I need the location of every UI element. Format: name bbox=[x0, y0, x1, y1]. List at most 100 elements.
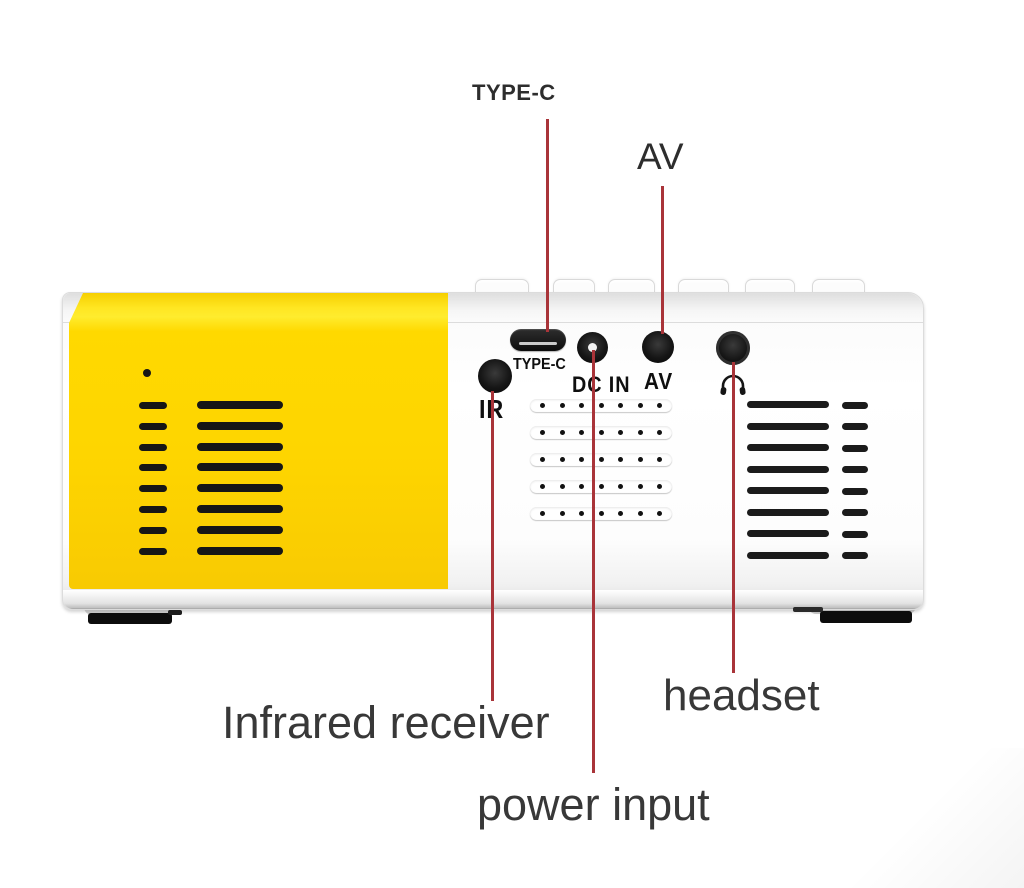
speaker-grille-dot bbox=[657, 457, 662, 462]
top-button-tab bbox=[678, 279, 729, 296]
annotation-line-av bbox=[661, 186, 664, 334]
top-button-tab bbox=[812, 279, 865, 296]
photo-corner-shading bbox=[834, 748, 1024, 888]
speaker-grille-dot bbox=[637, 457, 643, 462]
left-foot-detail bbox=[168, 610, 182, 615]
speaker-grille-dot bbox=[618, 457, 623, 462]
annotation-line-infrared bbox=[491, 391, 494, 701]
right-foot bbox=[820, 611, 912, 623]
speaker-grille-dot bbox=[559, 403, 565, 408]
center-speaker-grille bbox=[530, 399, 672, 520]
annotation-line-type-c bbox=[546, 119, 549, 332]
vent-slot-long bbox=[197, 401, 283, 409]
vent-slot-short bbox=[842, 487, 868, 495]
speaker-grille-dot bbox=[618, 484, 623, 489]
callout-power-input: power input bbox=[477, 779, 710, 830]
vent-slot-short bbox=[139, 547, 167, 555]
top-button-tab bbox=[553, 279, 595, 296]
vent-slot-short bbox=[139, 443, 167, 451]
speaker-grille-row bbox=[530, 507, 672, 520]
vent-slot-short bbox=[139, 526, 167, 534]
vent-slot-short bbox=[842, 466, 868, 473]
speaker-grille-dot bbox=[540, 484, 545, 489]
speaker-grille-dot bbox=[618, 403, 623, 408]
device-label-av: AV bbox=[644, 368, 674, 394]
speaker-grille-dot bbox=[579, 484, 584, 489]
speaker-grille-row bbox=[530, 453, 672, 466]
vent-slot-long bbox=[197, 421, 283, 430]
speaker-grille-dot bbox=[637, 484, 643, 489]
top-button-tab bbox=[475, 279, 529, 296]
speaker-grille-dot bbox=[657, 511, 662, 516]
speaker-grille-dot bbox=[657, 430, 662, 435]
vent-slot-short bbox=[842, 552, 868, 559]
vent-slot-long bbox=[747, 465, 829, 473]
speaker-grille-dot bbox=[559, 484, 565, 489]
vent-slot-long bbox=[197, 484, 283, 493]
speaker-grille-dot bbox=[618, 430, 623, 435]
speaker-grille-dot bbox=[540, 403, 545, 408]
callout-headset: headset bbox=[663, 671, 820, 720]
yellow-side-panel bbox=[69, 293, 448, 589]
vent-slot-long bbox=[197, 463, 283, 472]
vent-slot-long bbox=[747, 508, 829, 516]
vent-slot-long bbox=[747, 401, 829, 408]
annotation-line-power bbox=[592, 350, 595, 773]
callout-av: AV bbox=[637, 136, 684, 177]
callout-type-c: TYPE-C bbox=[472, 80, 556, 105]
right-foot-detail bbox=[793, 607, 823, 612]
headset-jack bbox=[716, 331, 750, 365]
vent-slot-long bbox=[197, 546, 283, 555]
vent-slot-long bbox=[747, 422, 829, 430]
vent-slot-short bbox=[842, 423, 868, 430]
speaker-grille-dot bbox=[540, 430, 545, 435]
vent-slot-short bbox=[139, 485, 167, 493]
vent-slot-long bbox=[747, 444, 829, 451]
speaker-grille-dot bbox=[598, 430, 604, 435]
vent-slot-short bbox=[842, 509, 868, 516]
vent-slot-short bbox=[139, 422, 167, 430]
top-button-tab bbox=[608, 279, 655, 296]
speaker-grille-dot bbox=[559, 457, 565, 462]
speaker-grille-dot bbox=[579, 430, 584, 435]
speaker-grille-dot bbox=[598, 457, 604, 462]
speaker-grille-dot bbox=[559, 511, 565, 516]
device-label-type-c: TYPE-C bbox=[513, 356, 566, 373]
vent-slot-long bbox=[197, 525, 283, 534]
speaker-grille-row bbox=[530, 426, 672, 439]
vent-slot-long bbox=[197, 442, 283, 451]
vent-slot-short bbox=[842, 444, 868, 452]
speaker-grille-dot bbox=[598, 511, 604, 516]
speaker-grille-dot bbox=[657, 484, 662, 489]
speaker-grille-dot bbox=[579, 457, 584, 462]
pinhole-dot bbox=[143, 369, 151, 377]
vent-slot-short bbox=[139, 464, 167, 472]
vent-slot-short bbox=[842, 401, 868, 409]
speaker-grille-dot bbox=[559, 430, 565, 435]
speaker-grille-dot bbox=[540, 457, 545, 462]
ir-receiver-window bbox=[478, 359, 512, 393]
speaker-grille-dot bbox=[579, 511, 584, 516]
type-c-slot bbox=[519, 342, 557, 345]
speaker-grille-dot bbox=[637, 403, 643, 408]
speaker-grille-dot bbox=[598, 484, 604, 489]
speaker-grille-dot bbox=[618, 511, 623, 516]
speaker-grille-dot bbox=[579, 403, 584, 408]
speaker-grille-row bbox=[530, 399, 672, 412]
speaker-grille-dot bbox=[637, 430, 643, 435]
speaker-grille-dot bbox=[540, 511, 545, 516]
speaker-grille-row bbox=[530, 480, 672, 493]
left-foot bbox=[88, 613, 172, 624]
annotation-line-headset bbox=[732, 362, 735, 673]
type-c-port bbox=[510, 329, 566, 351]
vent-slot-short bbox=[139, 402, 167, 409]
speaker-grille-dot bbox=[657, 403, 662, 408]
callout-infrared-receiver: Infrared receiver bbox=[222, 697, 550, 748]
vent-slot-long bbox=[747, 530, 829, 537]
vent-slot-long bbox=[197, 505, 283, 513]
device-label-dc-in: DC IN bbox=[572, 372, 631, 397]
speaker-grille-dot bbox=[637, 511, 643, 516]
av-jack bbox=[642, 331, 674, 363]
speaker-grille-dot bbox=[598, 403, 604, 408]
vent-slot-short bbox=[842, 530, 868, 538]
